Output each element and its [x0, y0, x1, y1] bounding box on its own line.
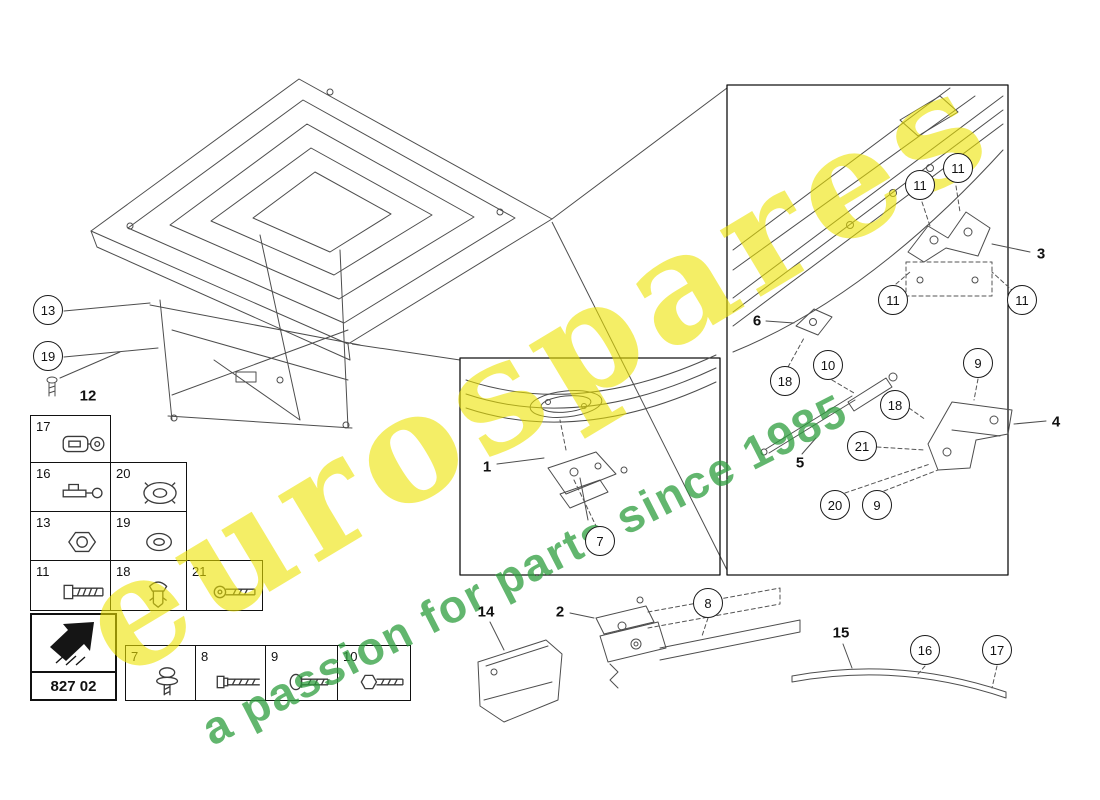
part-group-code: 827 02 [30, 671, 117, 701]
legend-part-number: 19 [116, 515, 131, 530]
screw-washer-part-icon [156, 667, 179, 696]
legend-part-number: 10 [343, 649, 358, 664]
label-4[interactable]: 4 [1051, 413, 1061, 431]
label-14[interactable]: 14 [477, 603, 495, 621]
direction-arrow-icon [49, 622, 94, 666]
label-12[interactable]: 12 [79, 387, 97, 405]
legend-cell-18[interactable]: 18 [110, 560, 187, 611]
main-assembly-drawing [46, 78, 553, 429]
hex-screw-part-icon [360, 674, 404, 690]
callout-11[interactable]: 11 [1007, 285, 1037, 315]
callout-10[interactable]: 10 [813, 350, 843, 380]
legend-cell-13[interactable]: 13 [30, 511, 111, 561]
center-detail-drawing [459, 354, 721, 576]
bottom-detail-drawing [477, 587, 1007, 723]
legend-cell-17[interactable]: 17 [30, 415, 111, 463]
label-15[interactable]: 15 [832, 624, 850, 642]
legend-part-number: 7 [131, 649, 139, 664]
rivet-part-icon [148, 581, 168, 608]
label-3[interactable]: 3 [1036, 245, 1046, 263]
callout-18[interactable]: 18 [770, 366, 800, 396]
washer-part-icon [146, 532, 172, 552]
legend-cell-11[interactable]: 11 [30, 560, 111, 611]
callout-11[interactable]: 11 [905, 170, 935, 200]
label-5[interactable]: 5 [795, 454, 805, 472]
legend-part-number: 16 [36, 466, 51, 481]
direction-arrow-box [30, 613, 117, 673]
pan-screw-part-icon [289, 673, 329, 691]
legend-cell-7[interactable]: 7 [125, 645, 196, 701]
right-detail-drawing [726, 84, 1047, 576]
callout-11[interactable]: 11 [878, 285, 908, 315]
detail-leader-lines [351, 87, 728, 571]
legend-part-number: 21 [192, 564, 207, 579]
clamp-part-icon [62, 435, 105, 453]
legend-cell-10[interactable]: 10 [337, 645, 411, 701]
callout-11[interactable]: 11 [943, 153, 973, 183]
callout-19[interactable]: 19 [33, 341, 63, 371]
legend-part-number: 20 [116, 466, 131, 481]
callout-9[interactable]: 9 [862, 490, 892, 520]
legend-part-number: 17 [36, 419, 51, 434]
legend-cell-19[interactable]: 19 [110, 511, 187, 561]
legend-part-number: 9 [271, 649, 279, 664]
callout-9[interactable]: 9 [963, 348, 993, 378]
label-2[interactable]: 2 [555, 603, 565, 621]
legend-cell-9[interactable]: 9 [265, 645, 338, 701]
callout-20[interactable]: 20 [820, 490, 850, 520]
legend-cell-8[interactable]: 8 [195, 645, 266, 701]
callout-21[interactable]: 21 [847, 431, 877, 461]
long-screw-part-icon [216, 675, 260, 689]
legend-part-number: 8 [201, 649, 209, 664]
clip-part-icon [62, 483, 103, 499]
callout-8[interactable]: 8 [693, 588, 723, 618]
grommet-part-icon [143, 481, 177, 505]
legend-part-number: 11 [36, 564, 50, 579]
legend-part-number: 13 [36, 515, 51, 530]
callout-7[interactable]: 7 [585, 526, 615, 556]
legend-cell-21[interactable]: 21 [186, 560, 263, 611]
callout-17[interactable]: 17 [982, 635, 1012, 665]
callout-16[interactable]: 16 [910, 635, 940, 665]
legend-cell-20[interactable]: 20 [110, 462, 187, 512]
legend-cell-16[interactable]: 16 [30, 462, 111, 512]
callout-18[interactable]: 18 [880, 390, 910, 420]
legend-part-number: 18 [116, 564, 131, 579]
label-6[interactable]: 6 [752, 312, 762, 330]
callout-13[interactable]: 13 [33, 295, 63, 325]
bolt-part-icon [63, 584, 104, 600]
screw-12-icon [46, 376, 58, 397]
label-1[interactable]: 1 [482, 458, 492, 476]
bolt-assembly-part-icon [213, 585, 256, 599]
nut-part-icon [68, 531, 97, 553]
